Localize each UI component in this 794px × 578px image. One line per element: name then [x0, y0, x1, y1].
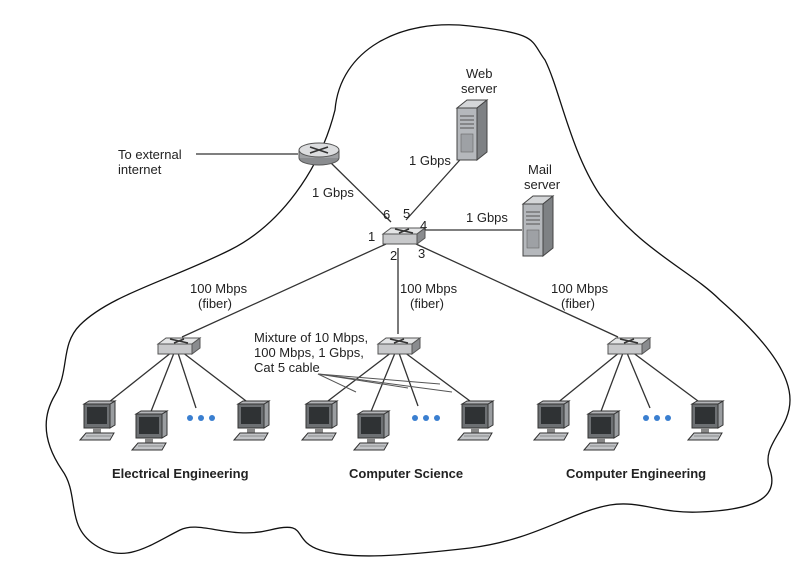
center-uplink-label: 100 Mbps(fiber): [400, 281, 458, 311]
center-switch-icon: [377, 337, 421, 355]
pc-icon: [583, 410, 620, 451]
pc-icon: [233, 400, 270, 441]
link-left-uplink: [181, 243, 387, 338]
dept-computer-science: Computer Science: [349, 466, 463, 481]
left-fanout: [103, 351, 251, 415]
port-2: 2: [390, 248, 397, 263]
dept-computer-engineering: Computer Engineering: [566, 466, 706, 481]
link-right-uplink: [415, 243, 619, 338]
port-6: 6: [383, 207, 390, 222]
center-fanout: [323, 351, 475, 415]
more-hosts-dots-icon: [187, 415, 671, 421]
right-switch-icon: [607, 337, 651, 355]
port-1: 1: [368, 229, 375, 244]
core-switch-icon: [382, 227, 426, 245]
web-link-speed: 1 Gbps: [409, 153, 451, 168]
mail-server-icon: [522, 195, 554, 257]
left-switch-icon: [157, 337, 201, 355]
port-3: 3: [418, 246, 425, 261]
pc-icon: [353, 410, 390, 451]
router-link-speed: 1 Gbps: [312, 185, 354, 200]
gateway-router-icon: [298, 142, 340, 166]
port-4: 4: [420, 218, 427, 233]
mail-link-speed: 1 Gbps: [466, 210, 508, 225]
campus-boundary: [45, 24, 791, 557]
pc-icon: [457, 400, 494, 441]
pc-icon: [687, 400, 724, 441]
right-fanout: [555, 351, 703, 415]
cabling-label: Mixture of 10 Mbps,100 Mbps, 1 Gbps,Cat …: [254, 330, 368, 375]
right-uplink-label: 100 Mbps(fiber): [551, 281, 609, 311]
web-server-icon: [456, 99, 488, 161]
link-web-server: [405, 151, 468, 221]
cable-pointer-lines: [317, 373, 453, 393]
pc-icon: [301, 400, 338, 441]
port-5: 5: [403, 206, 410, 221]
left-uplink-label: 100 Mbps(fiber): [190, 281, 248, 311]
link-router-switch: [329, 161, 392, 223]
pc-icon: [533, 400, 570, 441]
dept-electrical-engineering: Electrical Engineering: [112, 466, 249, 481]
pc-icon: [131, 410, 168, 451]
pc-icon: [79, 400, 116, 441]
